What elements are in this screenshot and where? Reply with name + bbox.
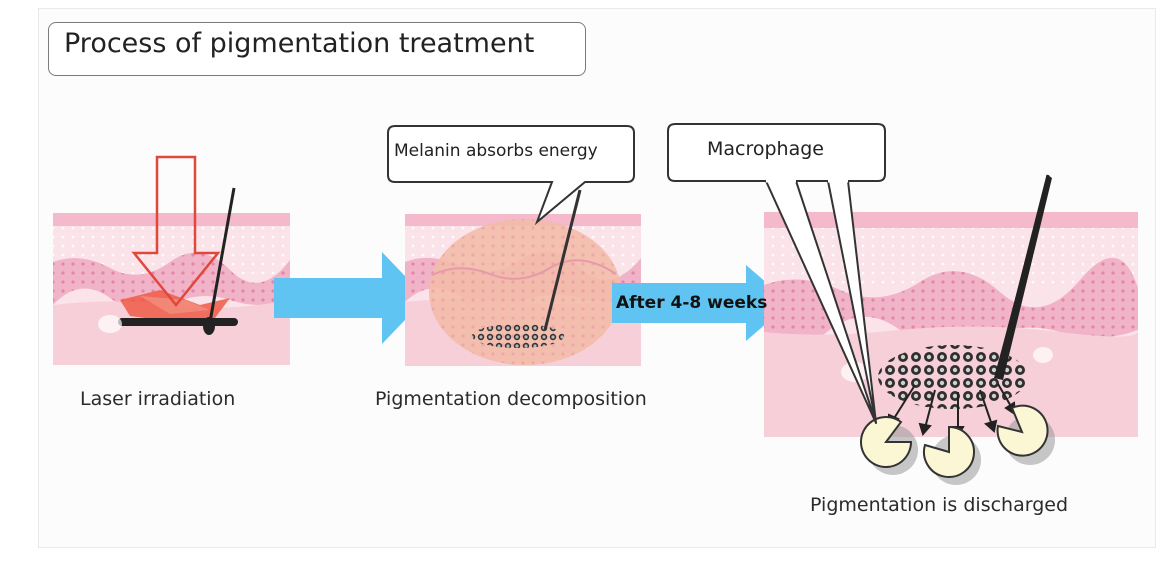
melanin-cluster-large (878, 345, 1028, 409)
process-arrow-2 (612, 265, 790, 341)
process-arrow-1 (274, 252, 426, 344)
arrow2-label: After 4-8 weeks (616, 293, 768, 313)
melanin-callout-text: Melanin absorbs energy (394, 141, 598, 161)
stage1-caption: Laser irradiation (80, 388, 236, 410)
stage3-caption: Pigmentation is discharged (810, 494, 1069, 516)
macrophage-callout-text: Macrophage (707, 138, 824, 160)
stage2-caption: Pigmentation decomposition (375, 388, 647, 410)
macrophage-cells (860, 404, 1055, 485)
melanin-callout-bubble (387, 125, 635, 226)
diagram-title: Process of pigmentation treatment (64, 28, 535, 59)
stage1-skin-illustration (53, 187, 290, 365)
laser-down-arrow (131, 155, 221, 307)
melanin-cluster-small (472, 324, 564, 348)
title-box (48, 22, 586, 76)
